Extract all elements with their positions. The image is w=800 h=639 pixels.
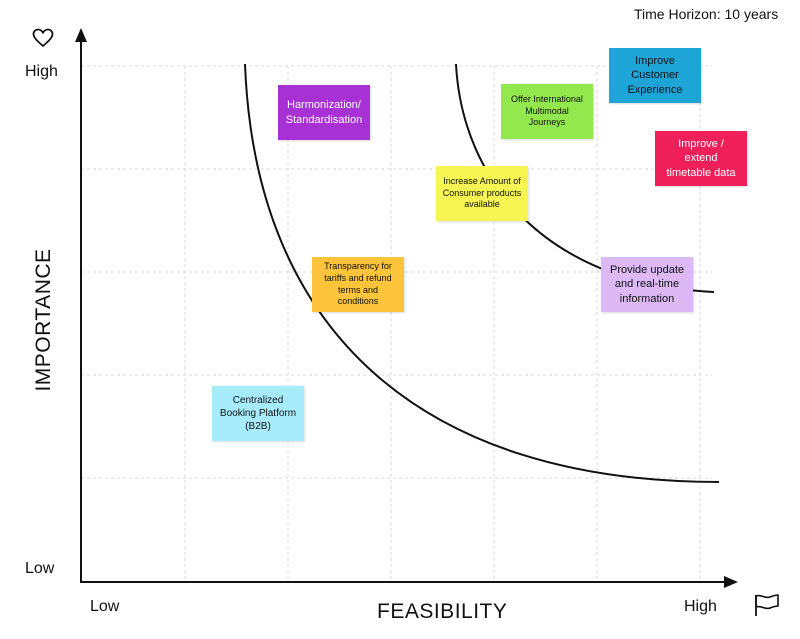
note-timetable-data[interactable]: Improve / extend timetable data <box>655 131 747 186</box>
grid-lines <box>81 65 712 582</box>
time-horizon-label: Time Horizon: 10 years <box>634 6 779 22</box>
note-text: Improve / extend timetable data <box>666 138 736 179</box>
heart-icon <box>32 28 54 48</box>
note-text: Increase Amount of Consumer products ava… <box>442 175 522 210</box>
y-axis-title: IMPORTANCE <box>32 248 55 392</box>
x-axis-high-label: High <box>684 598 717 615</box>
note-harmonization[interactable]: Harmonization/ Standardisation <box>278 85 370 140</box>
note-text: Offer International Multimodal Journeys <box>511 93 583 128</box>
x-axis-low-label: Low <box>90 598 120 615</box>
note-text: Provide update and real-time information <box>610 264 684 305</box>
note-customer-experience[interactable]: Improve Customer Experience <box>609 48 701 103</box>
y-axis-arrow <box>75 28 87 42</box>
x-axis-title: FEASIBILITY <box>377 600 508 623</box>
y-axis-high-label: High <box>25 63 58 80</box>
frontier-curve-inner <box>244 63 720 483</box>
note-text: Centralized Booking Platform (B2B) <box>219 395 297 432</box>
flag-icon <box>755 594 779 616</box>
x-axis-arrow <box>724 576 738 588</box>
note-text: Transparency for tariffs and refund term… <box>324 261 392 307</box>
note-transparency[interactable]: Transparency for tariffs and refund term… <box>312 257 404 312</box>
note-text: Harmonization/ Standardisation <box>285 99 363 126</box>
note-booking-platform[interactable]: Centralized Booking Platform (B2B) <box>212 386 304 441</box>
note-consumer-products[interactable]: Increase Amount of Consumer products ava… <box>436 166 528 221</box>
note-text: Improve Customer Experience <box>627 55 683 96</box>
note-international-journeys[interactable]: Offer International Multimodal Journeys <box>501 84 593 139</box>
note-real-time-information[interactable]: Provide update and real-time information <box>601 257 693 312</box>
y-axis-low-label: Low <box>25 560 55 577</box>
